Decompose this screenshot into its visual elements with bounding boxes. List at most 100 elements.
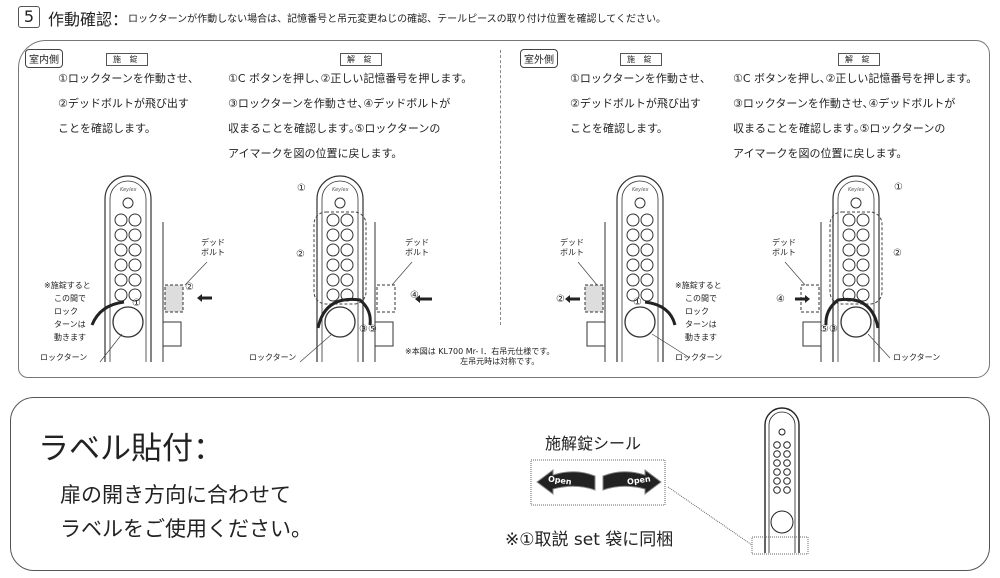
keypad-button xyxy=(640,288,654,302)
keypad-button xyxy=(114,243,128,257)
keypad-button xyxy=(326,243,340,257)
c-button xyxy=(122,197,134,209)
lock-body-inner xyxy=(321,180,359,362)
outdoor-tag: 室外側 xyxy=(520,49,558,68)
turn-note-2: ※施錠するとこの間でロックターンは動きます xyxy=(675,279,722,344)
keypad-button xyxy=(340,228,354,242)
keypad-button xyxy=(640,273,654,287)
lock-body xyxy=(104,175,152,362)
deadbolt-label-1: デッドボルト xyxy=(201,238,225,258)
lock-turn-label-2: ロックターン xyxy=(249,353,297,362)
t: ※施錠すると xyxy=(675,281,722,290)
keypad-button xyxy=(340,273,354,287)
c-button xyxy=(634,197,646,209)
mark-2-b: ② xyxy=(296,249,305,260)
keypad-button xyxy=(626,228,640,242)
keypad-button xyxy=(842,273,856,287)
t: デッド xyxy=(201,238,225,247)
outdoor-lock-label: 施 錠 xyxy=(620,53,662,66)
lock-turn-knob xyxy=(624,306,656,338)
keypad-button xyxy=(128,258,142,272)
t: デッド xyxy=(405,238,429,247)
line: ①C ボタンを押し､②正しい記憶番号を押します。 xyxy=(733,72,978,85)
indoor-tag: 室内側 xyxy=(25,49,63,68)
line: 収まることを確認します｡⑤ロックターンの xyxy=(733,122,946,135)
small-keypad-button xyxy=(773,459,781,467)
sticker-title: 施解錠シール xyxy=(545,434,642,453)
small-lock-inner xyxy=(768,411,796,553)
lock-body-inner xyxy=(621,180,659,362)
keypad-button xyxy=(326,273,340,287)
outdoor-lock-instructions: ①ロックターンを作動させ、 ②デッドボルトが飛び出す ことを確認します。 xyxy=(570,66,711,141)
small-lock-body xyxy=(764,407,800,553)
t: ボルト xyxy=(560,248,584,257)
line: ことを確認します。 xyxy=(570,122,668,135)
line: ②デッドボルトが飛び出す xyxy=(58,97,189,110)
t: 動きます xyxy=(54,333,86,342)
t: ターンは xyxy=(54,320,86,329)
keypad-button xyxy=(640,258,654,272)
keypad-button xyxy=(856,288,870,302)
turn-arrow xyxy=(824,297,880,329)
mark-2-d: ② xyxy=(893,248,902,259)
keypad-button xyxy=(340,258,354,272)
lock-turn-label-3: ロックターン xyxy=(675,353,723,362)
line: ①ロックターンを作動させ、 xyxy=(570,72,711,85)
lock-turn-label-4: ロックターン xyxy=(893,353,941,362)
bolt-arrow-head xyxy=(197,294,202,302)
small-keypad-button xyxy=(773,450,781,458)
indoor-unlock-label: 解 錠 xyxy=(340,53,382,66)
bolt-arrow-head xyxy=(805,295,810,303)
brand-logo: Keylex xyxy=(632,187,649,193)
indoor-lock-label: 施 錠 xyxy=(106,53,148,66)
leader-line xyxy=(184,261,208,286)
line: ことを確認します。 xyxy=(58,122,156,135)
line: ②デッドボルトが飛び出す xyxy=(570,97,701,110)
mark-53: ⑤③ xyxy=(820,324,838,335)
lock-turn-knob xyxy=(112,306,144,338)
small-keypad-button xyxy=(783,450,791,458)
t: ボルト xyxy=(405,248,429,257)
leader-line xyxy=(784,261,806,286)
keypad-button xyxy=(128,288,142,302)
lock-body xyxy=(832,175,880,362)
small-keypad-button xyxy=(783,441,791,449)
t: ※本図は KL700 Mr- Ⅰ．右吊元仕様です。 xyxy=(405,347,555,356)
small-keypad-button xyxy=(773,486,781,494)
keypad-button xyxy=(114,273,128,287)
t: 左吊元時は対称です。 xyxy=(460,357,540,366)
lock-body xyxy=(616,175,664,362)
bolt-arrow-head xyxy=(565,295,570,303)
mark-2-a: ② xyxy=(185,282,194,293)
leader-line xyxy=(651,333,691,359)
step-title: 作動確認： xyxy=(48,10,129,29)
leader-line xyxy=(299,333,333,363)
keypad-highlight xyxy=(829,211,883,305)
outdoor-unlock-label: 解 錠 xyxy=(838,53,880,66)
keypad-button xyxy=(842,228,856,242)
lock-turn-knob xyxy=(324,306,356,338)
deadbolt xyxy=(584,284,604,313)
lock-body xyxy=(316,175,364,362)
label-title: ラベル貼付： xyxy=(38,431,224,467)
t: ※施錠すると xyxy=(44,281,91,290)
brand-logo: Keylex xyxy=(120,187,137,193)
indoor-unlock-instructions: ①C ボタンを押し､②正しい記憶番号を押します。 ③ロックターンを作動させ､④デ… xyxy=(228,66,472,166)
small-lock-knob xyxy=(770,510,794,534)
panel-divider xyxy=(500,50,501,325)
keypad-button xyxy=(114,213,128,227)
mark-1-c: ① xyxy=(633,297,642,308)
t: この間で xyxy=(54,294,86,303)
keypad-button xyxy=(626,258,640,272)
small-c-button xyxy=(778,428,786,436)
strike-plate xyxy=(374,321,394,347)
model-note: ※本図は KL700 Mr- Ⅰ．右吊元仕様です。 左吊元時は対称です。 xyxy=(405,347,554,367)
keypad-button xyxy=(626,213,640,227)
keypad-button xyxy=(128,213,142,227)
keypad-button xyxy=(114,258,128,272)
label-line-1: 扉の開き方向に合わせて xyxy=(60,483,291,507)
mark-2-c: ② xyxy=(556,294,565,305)
keypad-button xyxy=(842,243,856,257)
